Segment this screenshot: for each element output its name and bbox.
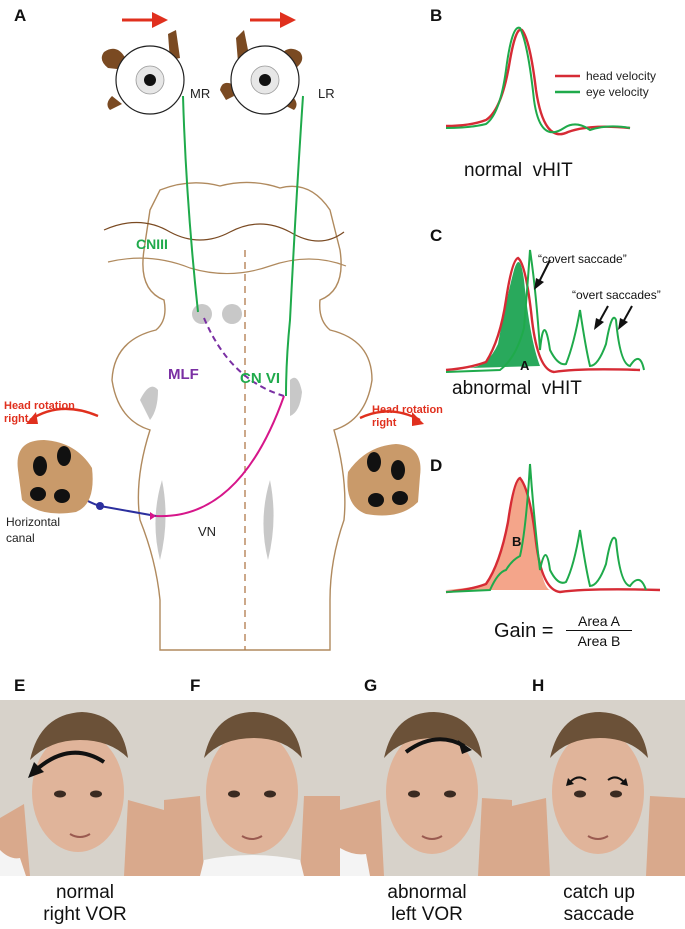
panel-label-b: B [430,6,443,25]
panel-label-a: A [14,6,27,25]
left-cn-vi-nucleus [140,386,158,420]
vor-anatomy-diagram: MR LR [17,12,424,651]
vestibular-nucleus-right [263,480,274,560]
mlf-label: MLF [168,366,199,383]
panel-label-e: E [14,676,26,695]
right-eyeball [220,30,303,115]
photo-f [164,700,340,876]
vestibular-nucleus [155,480,166,560]
gain-calculation-trace: B [445,463,661,594]
cniii-nerve [182,95,199,313]
panel-label-g: G [364,676,378,695]
cn-vi-nerve [285,95,304,397]
cn-vi-label: CN VI [240,370,281,387]
cniii-label: CNIII [136,236,168,252]
abnormal-vhit-trace: A [445,249,645,374]
area-b-label: B [512,534,521,549]
left-eyeball [101,30,185,115]
gain-numerator: Area A [566,612,632,631]
photo-h-catch-up-saccade [512,700,685,876]
overt-saccades-label: “overt saccades” [572,288,661,302]
panel-label-d: D [430,456,443,475]
lr-label: LR [318,86,335,101]
left-semicircular-canals [17,440,93,514]
vn-label: VN [198,524,217,539]
eye-movement-arrow-right [250,12,296,28]
area-a-label: A [520,358,530,373]
mlf-pathway [203,317,285,397]
covert-saccade-label: “covert saccade” [538,252,627,266]
caption-e: normal right VOR [43,882,127,925]
photo-g-abnormal-left-vor [340,700,512,876]
head-rotation-label-right: Head rotation right [372,404,443,429]
right-semicircular-canals [347,444,421,516]
caption-h: catch up saccade [563,882,635,925]
legend-head-velocity: head velocity [586,69,656,83]
normal-vhit-trace: head velocity eye velocity [445,26,656,136]
vn-to-abducens-pathway [155,395,285,518]
head-rotation-label-left: Head rotation right [4,400,75,425]
cn-vi-nucleus [290,377,302,416]
gain-denominator: Area B [577,633,621,649]
panel-label-c: C [430,226,443,245]
panel-label-f: F [190,676,201,695]
cniii-nucleus-right [222,304,242,324]
panel-c-caption: abnormal vHIT [452,378,582,399]
cniii-nucleus [192,304,212,324]
brainstem-outline [111,181,373,651]
eye-movement-arrow-left [122,12,168,28]
legend-eye-velocity: eye velocity [586,85,649,99]
caption-g: abnormal left VOR [387,882,467,925]
panel-label-h: H [532,676,545,695]
panel-b-caption: normal vHIT [464,160,573,181]
mr-label: MR [190,86,210,101]
horizontal-canal-label: Horizontal canal [6,515,61,545]
gain-label: Gain = [494,620,554,642]
photo-e-normal-right-vor [0,700,164,876]
